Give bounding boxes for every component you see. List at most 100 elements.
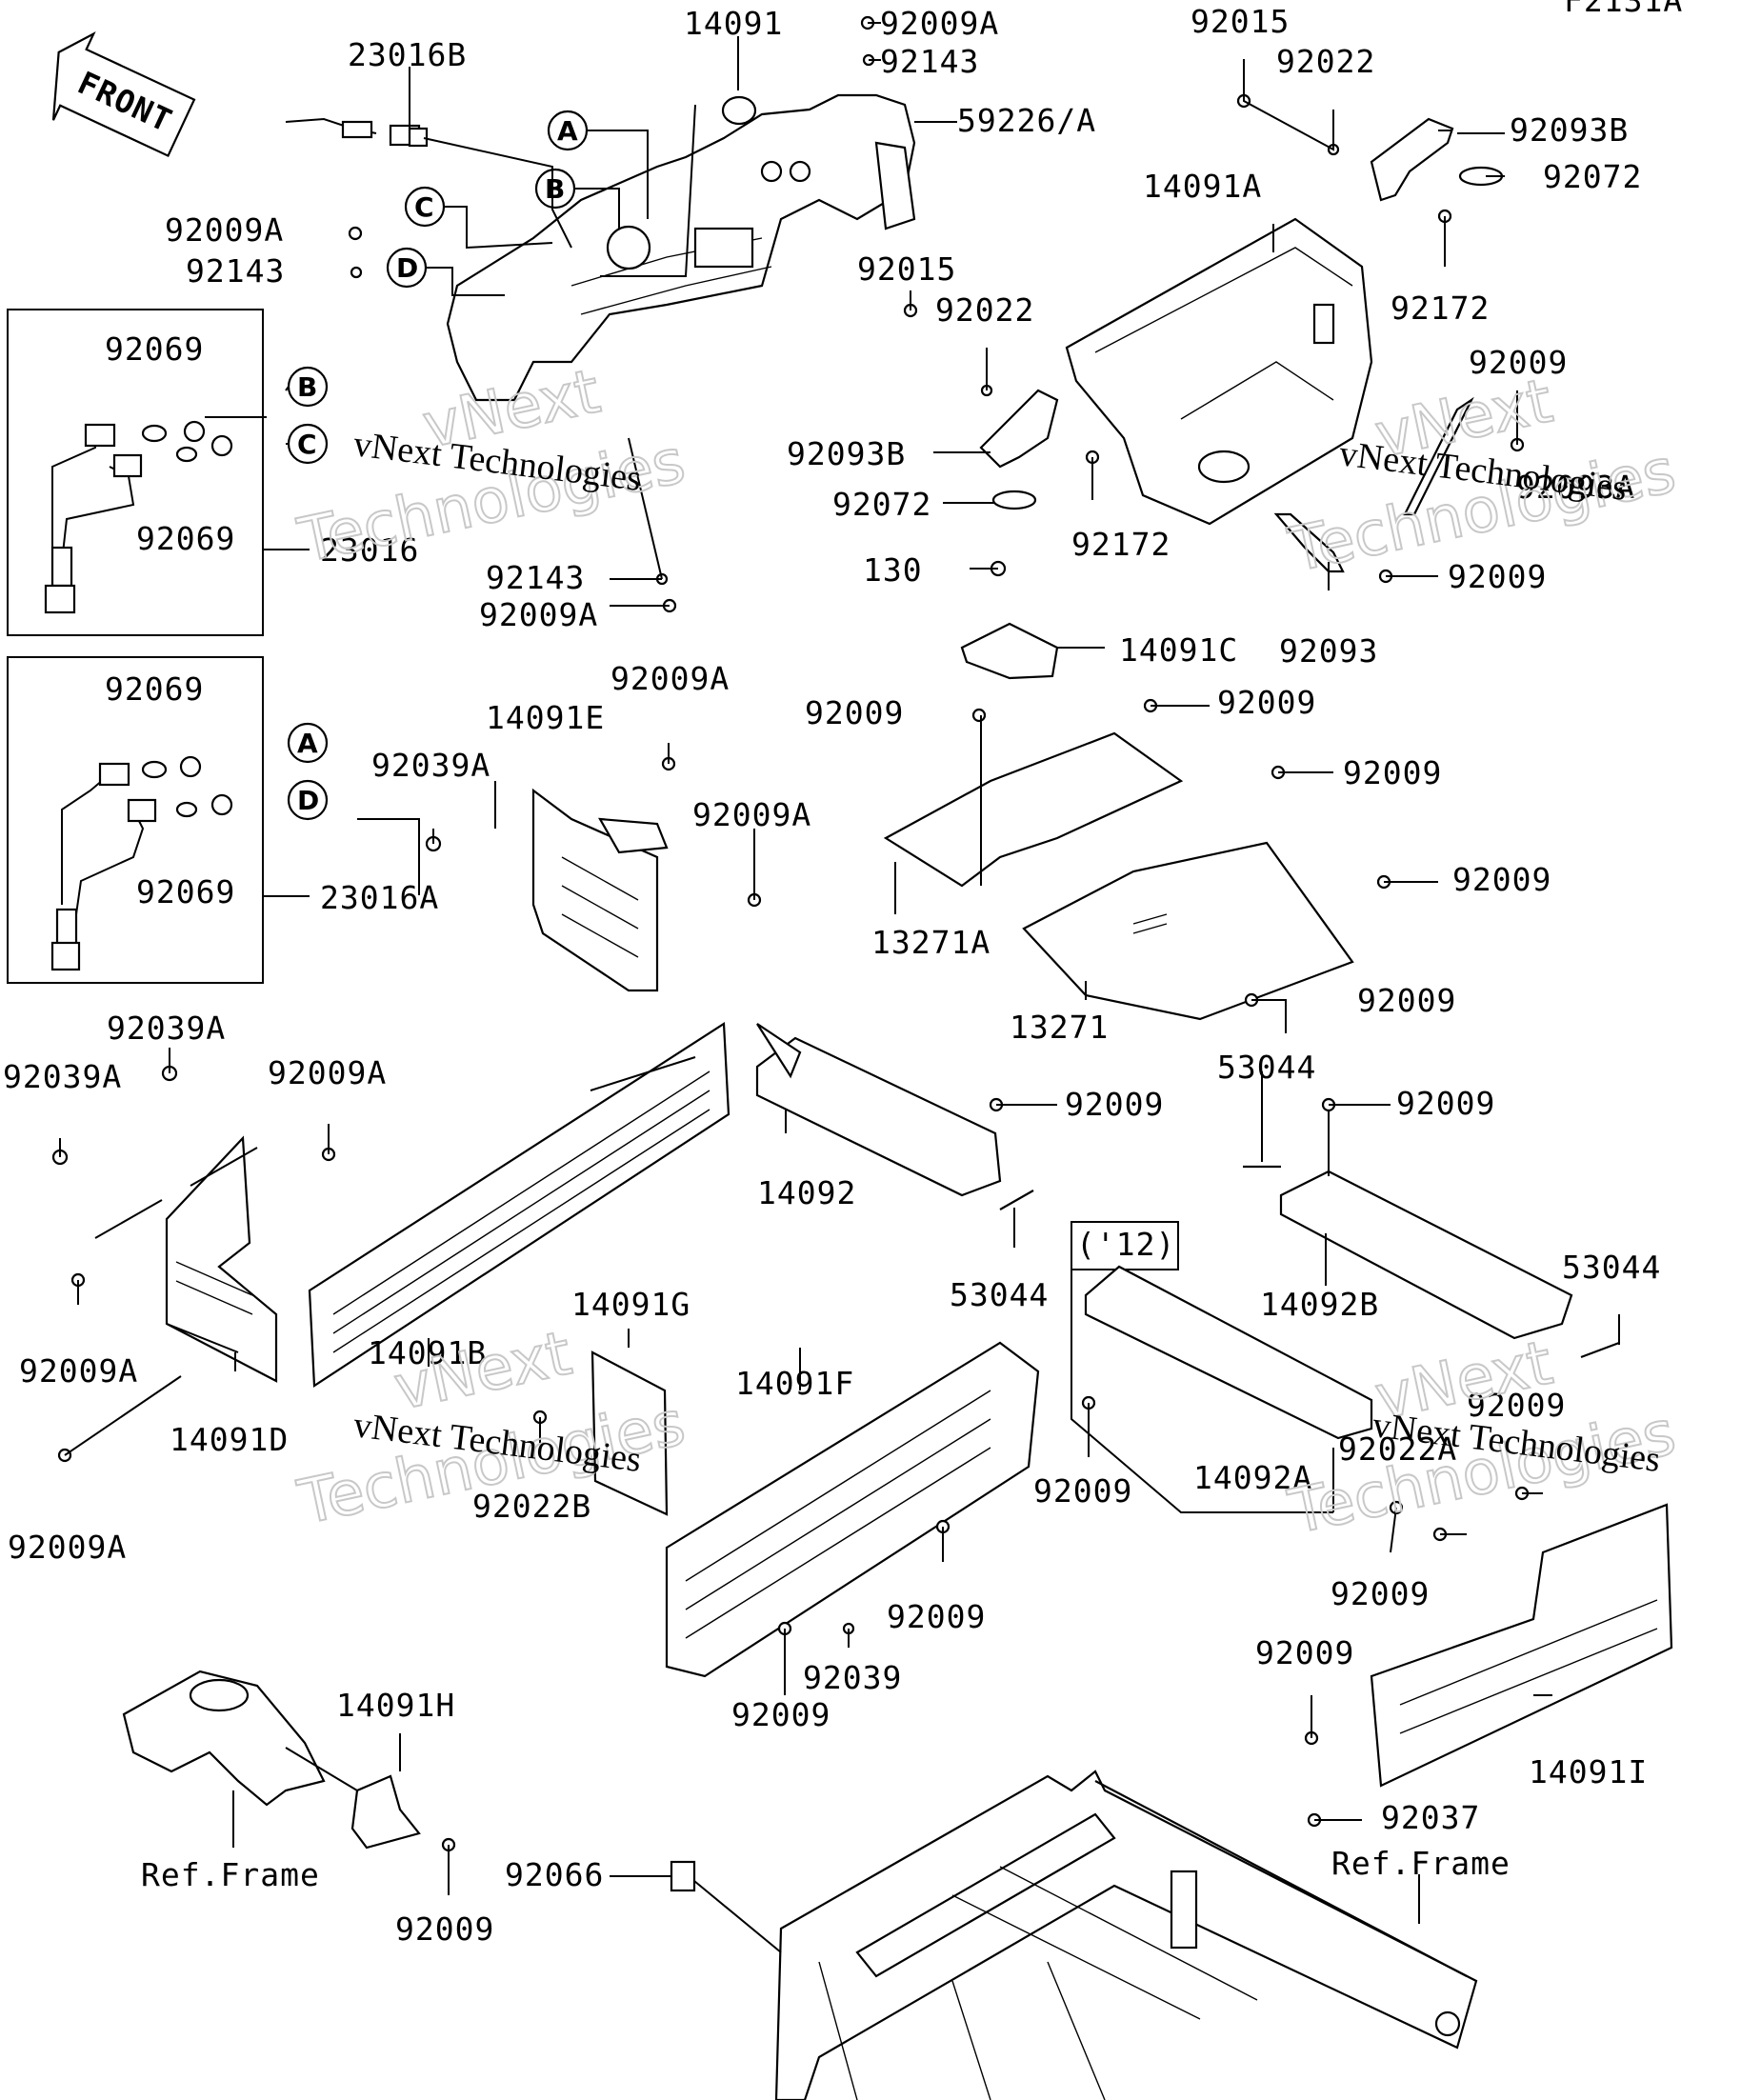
part-label: 14092B — [1260, 1286, 1379, 1323]
svg-text:D: D — [396, 252, 418, 284]
svg-text:C: C — [414, 191, 434, 223]
part-label: 14092A — [1193, 1459, 1312, 1496]
floor-plate-13271-part — [1022, 841, 1354, 1021]
part-label: 92009A — [880, 5, 999, 42]
cover-14092-part — [755, 1036, 1002, 1197]
tray-14091a-part — [1065, 217, 1373, 526]
part-label: 92009 — [395, 1910, 494, 1948]
strip-53044-part — [1580, 1341, 1620, 1359]
part-label: 92009A — [165, 211, 284, 249]
svg-text:B: B — [297, 371, 317, 403]
part-label: 92143 — [880, 43, 979, 80]
clip-92066-part — [670, 1860, 696, 1892]
part-label: 92015 — [857, 250, 956, 288]
frame-reference-label: Ref.Frame — [141, 1856, 320, 1893]
bracket-92093-part — [1273, 512, 1345, 573]
part-label: 92009 — [887, 1598, 986, 1635]
part-label: 53044 — [1562, 1249, 1661, 1286]
part-label: 92022A — [1338, 1430, 1457, 1468]
part-label: 92009A — [268, 1054, 387, 1091]
part-label: 92009A — [8, 1529, 127, 1566]
year-note-label: ('12) — [1076, 1226, 1175, 1263]
panel-14091i-part — [1370, 1503, 1673, 1788]
part-label: 92037 — [1381, 1799, 1480, 1836]
part-label: 92039A — [107, 1010, 226, 1047]
panel-14091f-part — [665, 1341, 1040, 1678]
part-label: 92009 — [1396, 1085, 1495, 1122]
part-label: 92009 — [1469, 344, 1568, 381]
part-label: 23016A — [320, 879, 439, 916]
part-label: 92093B — [787, 435, 906, 472]
bracket-92093a-part — [1403, 396, 1474, 516]
bracket-92093b-mid-part — [979, 389, 1059, 469]
part-label: 13271 — [1010, 1009, 1109, 1046]
part-label: 92009 — [731, 1696, 830, 1733]
part-label: 92009 — [1357, 982, 1456, 1019]
svg-text:C: C — [297, 429, 317, 460]
part-label: 92009A — [692, 796, 811, 833]
clip-92072-mid-part — [991, 490, 1037, 510]
connector-23016b-part — [285, 117, 429, 148]
part-label: 92009 — [1033, 1472, 1132, 1510]
part-label: 92009 — [1448, 558, 1547, 595]
part-label: 92039A — [371, 747, 490, 784]
part-label: 92009 — [805, 694, 904, 731]
part-label: 92093A — [1516, 469, 1635, 506]
part-label: 14091B — [368, 1334, 487, 1371]
part-label: 92143 — [186, 252, 285, 290]
svg-text:B: B — [545, 173, 565, 205]
panel-14091d-part — [165, 1135, 278, 1383]
part-label: 23016B — [348, 36, 467, 73]
dashboard-panel-part — [446, 93, 916, 402]
part-label: 92009 — [1452, 861, 1551, 898]
part-label: 14091H — [336, 1687, 455, 1724]
part-label: 92022B — [472, 1488, 591, 1525]
frame-ref-main-part — [774, 1770, 1478, 2100]
frame-ref-left-part — [122, 1670, 326, 1807]
leader-lines — [59, 22, 1620, 1953]
part-label: 13271A — [871, 924, 991, 961]
front-arrow-icon: FRONT — [51, 31, 196, 158]
harness-23016-part — [44, 420, 233, 614]
part-label: 92015 — [1191, 3, 1290, 40]
frame-reference-label: Ref.Frame — [1331, 1845, 1511, 1882]
part-label: 92072 — [1543, 158, 1642, 195]
cover-14092a-part — [1084, 1265, 1373, 1440]
part-label: 14091D — [170, 1421, 289, 1458]
part-label: 59226/A — [957, 102, 1096, 139]
part-label: 14092 — [757, 1174, 856, 1211]
part-label: 92093B — [1510, 111, 1629, 149]
diagram-code: F2131A — [1564, 0, 1683, 19]
svg-text:D: D — [297, 785, 319, 816]
part-label: 92069 — [136, 520, 235, 557]
svg-text:A: A — [557, 115, 578, 147]
part-label: 92143 — [486, 559, 585, 596]
part-label: 92072 — [832, 486, 931, 523]
part-label: 92009 — [1343, 754, 1442, 791]
harness-23016a-part — [50, 755, 233, 971]
part-label: 92009 — [1331, 1575, 1430, 1612]
part-label: 92172 — [1391, 290, 1490, 327]
bracket-92093b-top-part — [1370, 117, 1454, 202]
part-label: 14091I — [1529, 1753, 1648, 1790]
part-label: 14091G — [571, 1286, 690, 1323]
part-label: 92009 — [1217, 684, 1316, 721]
cover-14091c-part — [960, 622, 1059, 680]
part-label: 92069 — [105, 330, 204, 368]
part-label: 23016 — [320, 531, 419, 569]
part-label: 92009 — [1467, 1387, 1566, 1424]
part-label: 92009A — [479, 596, 598, 633]
part-label: 92069 — [105, 670, 204, 708]
part-label: 14091A — [1143, 168, 1262, 205]
part-label: 92039A — [3, 1058, 122, 1095]
panel-14091e-part — [531, 788, 659, 992]
part-label: 14091C — [1119, 631, 1238, 669]
part-label: 53044 — [1217, 1049, 1316, 1086]
panel-14091g-part — [590, 1350, 669, 1516]
panel-14091b-part — [308, 1022, 730, 1388]
part-label: 92009A — [610, 660, 730, 697]
cap-14091-part — [721, 95, 757, 126]
part-label: 92022 — [935, 291, 1034, 329]
part-label: 92022 — [1276, 43, 1375, 80]
